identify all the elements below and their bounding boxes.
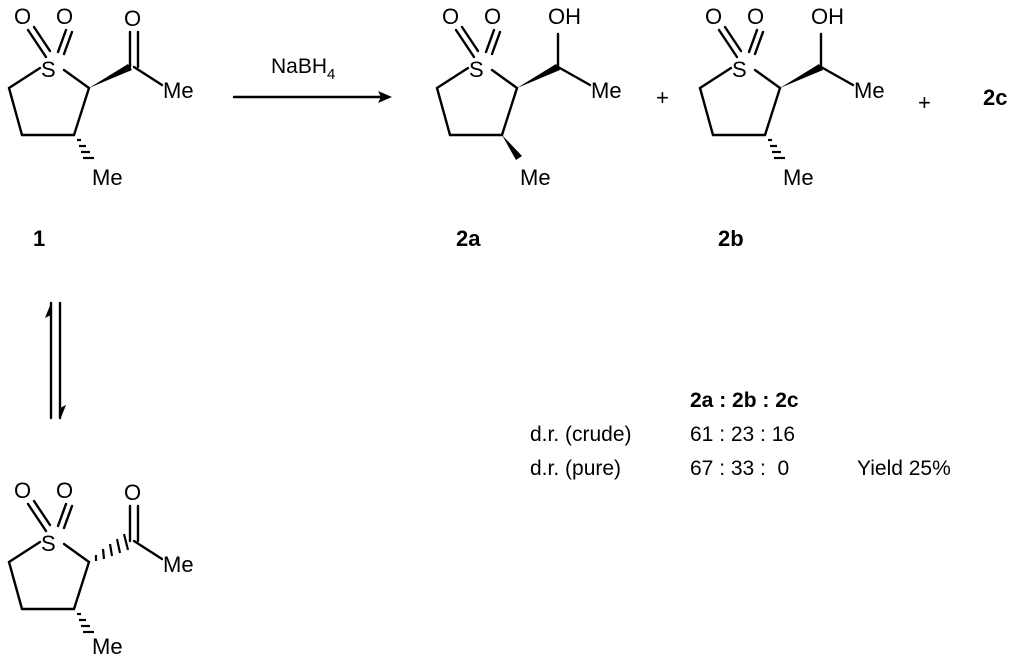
sulfur-atom: S — [41, 531, 56, 556]
oxygen-atom: O — [14, 478, 31, 503]
methyl-label: Me — [854, 78, 885, 103]
compound-1-structure: O O S O Me Me — [7, 4, 194, 190]
sulfur-atom: S — [469, 57, 484, 82]
oxygen-atom: O — [442, 4, 459, 29]
plus-sign: + — [656, 85, 669, 110]
oxygen-atom: O — [124, 480, 141, 505]
methyl-label: Me — [163, 552, 194, 577]
sulfur-atom: S — [41, 57, 56, 82]
methyl-label: Me — [520, 165, 551, 190]
oxygen-atom: O — [747, 4, 764, 29]
compound-2a-structure: O O S OH Me Me — [435, 4, 622, 190]
methyl-label: Me — [163, 78, 194, 103]
oxygen-atom: O — [124, 6, 141, 31]
methyl-label: Me — [591, 78, 622, 103]
compound-2b-label: 2b — [718, 226, 744, 251]
oxygen-atom: O — [484, 4, 501, 29]
oxygen-atom: O — [56, 478, 73, 503]
hashed-bond — [77, 138, 94, 160]
compound-2c-label: 2c — [983, 85, 1007, 110]
methyl-label: Me — [92, 634, 123, 659]
row-ratio-pure: 67 : 33 : 0 — [690, 457, 789, 480]
equilibrium-arrows — [45, 301, 66, 420]
row-ratio-crude: 61 : 23 : 16 — [690, 423, 795, 446]
row-label-crude: d.r. (crude) — [530, 423, 632, 446]
epimer-structure: O O S O Me Me — [7, 478, 194, 659]
plus-sign: + — [918, 90, 931, 115]
hydroxyl-label: OH — [548, 4, 581, 29]
hashed-bond — [94, 533, 130, 561]
compound-1-label: 1 — [33, 226, 45, 251]
compound-2b-structure: O O S OH Me Me — [698, 4, 885, 190]
methyl-label: Me — [92, 165, 123, 190]
compound-2a-label: 2a — [456, 226, 481, 251]
hydroxyl-label: OH — [811, 4, 844, 29]
table-header: 2a : 2b : 2c — [690, 389, 799, 412]
hashed-bond — [77, 612, 94, 634]
diastereomer-ratio-table: 2a : 2b : 2c d.r. (crude) 61 : 23 : 16 d… — [530, 389, 951, 480]
methyl-label: Me — [783, 165, 814, 190]
reagent-label: NaBH4 — [271, 55, 335, 83]
oxygen-atom: O — [56, 4, 73, 29]
row-label-pure: d.r. (pure) — [530, 457, 621, 480]
hashed-bond — [768, 138, 785, 160]
yield-note: Yield 25% — [857, 457, 951, 480]
reaction-arrow — [232, 91, 392, 103]
sulfur-atom: S — [732, 57, 747, 82]
oxygen-atom: O — [705, 4, 722, 29]
oxygen-atom: O — [14, 4, 31, 29]
